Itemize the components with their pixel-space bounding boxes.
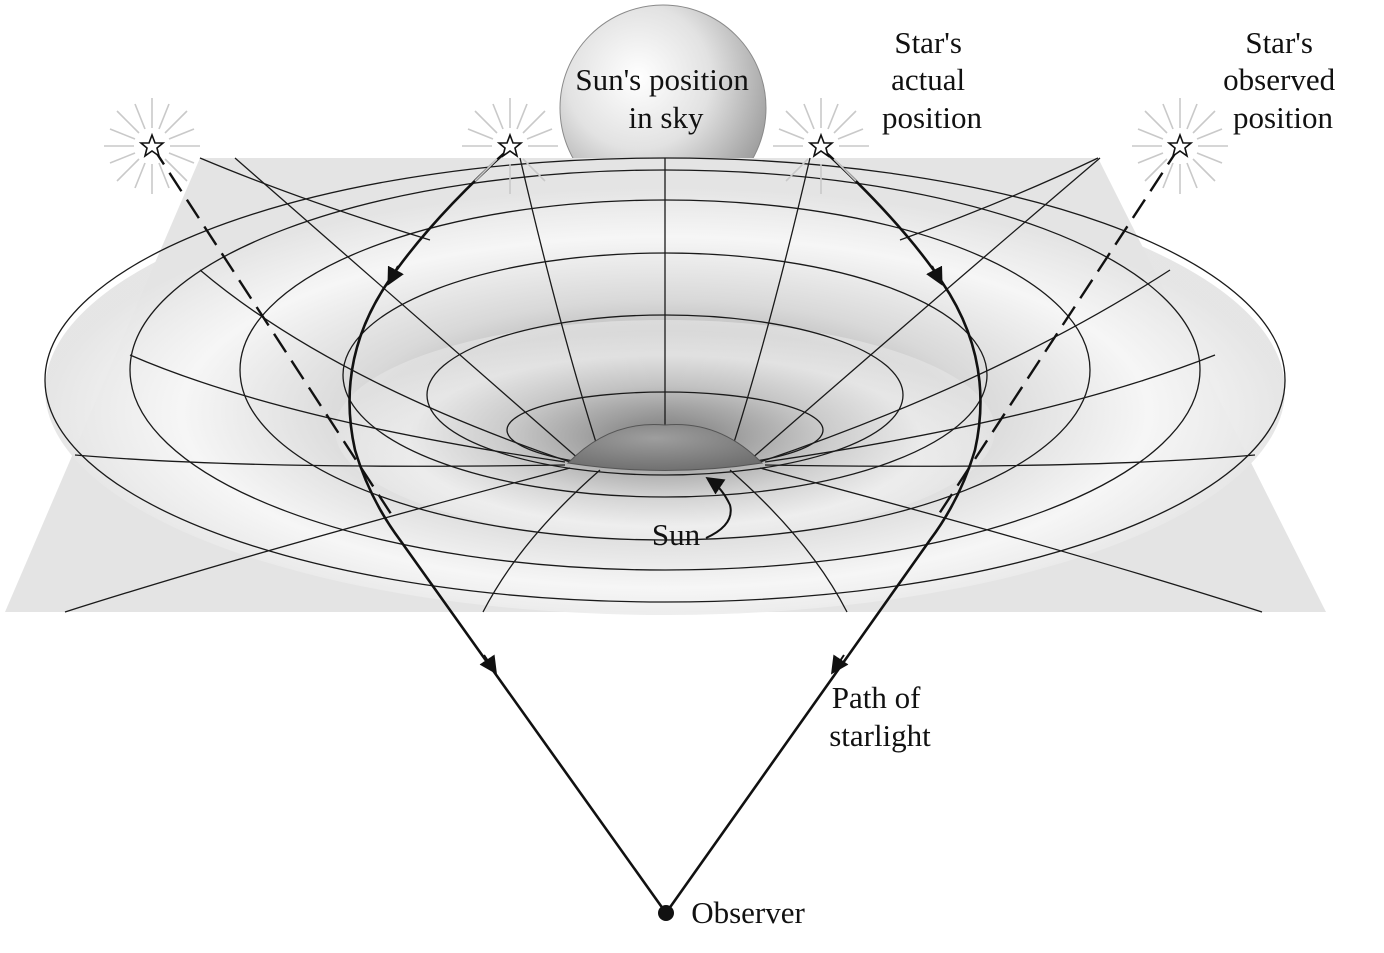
observed-line-right	[933, 145, 1182, 521]
observed-position-label: Star's observed position	[1223, 25, 1343, 135]
sun	[566, 423, 764, 471]
light-path-right	[664, 147, 982, 914]
actual-position-label: Star's actual position	[882, 25, 982, 135]
observed-line-left	[150, 145, 397, 521]
observer-dot	[658, 905, 674, 921]
star-icon	[1132, 98, 1228, 194]
path-arrows	[387, 265, 943, 675]
star-icon	[462, 98, 558, 194]
star-icon	[773, 98, 869, 194]
grid-outer-lines	[199, 157, 1099, 241]
star-icon	[104, 98, 200, 194]
sun-pointer	[705, 477, 732, 539]
observer-label: Observer	[691, 895, 805, 930]
path-label: Path of starlight	[829, 680, 931, 753]
grid-radials	[64, 157, 1263, 613]
sun-sky-label: Sun's position in sky	[575, 62, 756, 135]
sun-label: Sun	[652, 517, 701, 552]
light-path-left	[348, 147, 668, 914]
